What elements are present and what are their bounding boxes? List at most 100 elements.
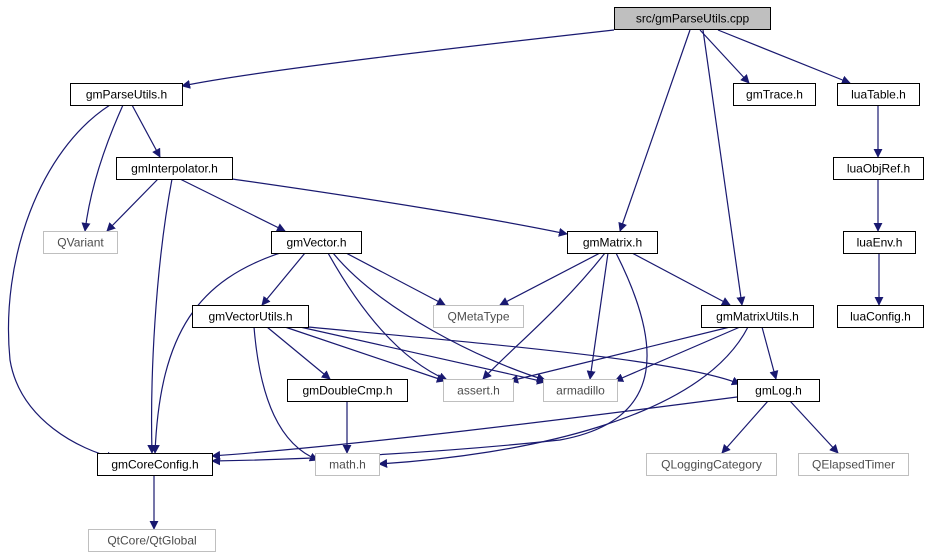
edge-gmVectorUtils-to-math [253,326,319,462]
node-label: QElapsedTimer [812,458,895,472]
edge-gmVector-to-gmVectorUtils [261,252,306,306]
node-box [798,453,909,476]
node-box [97,453,213,476]
node-gmParseUtils[interactable]: gmParseUtils.h [70,83,183,106]
edge-gmInterpolator-to-QVariant [106,178,159,232]
node-box [192,305,309,328]
edge-gmParseUtils-to-gmInterpolator [131,104,161,158]
node-QLoggingCategory: QLoggingCategory [646,453,777,476]
edge-gmVector-to-armadillo [332,252,546,382]
node-armadillo: armadillo [543,379,618,402]
node-label: armadillo [556,384,605,398]
edge-root-to-luaTable [717,29,851,85]
node-label: luaObjRef.h [847,162,910,176]
node-luaTable[interactable]: luaTable.h [837,83,920,106]
edge-gmMatrix-to-armadillo [586,252,609,380]
edge-gmMatrixUtils-to-armadillo [614,326,741,382]
edge-gmMatrix-to-assert [482,252,606,380]
node-box [737,379,820,402]
node-box [614,7,771,30]
node-label: luaEnv.h [857,236,903,250]
node-label: luaConfig.h [850,310,911,324]
edge-gmVectorUtils-to-gmDoubleCmp [266,326,331,380]
node-gmInterpolator[interactable]: gmInterpolator.h [116,157,233,180]
node-gmVectorUtils[interactable]: gmVectorUtils.h [192,305,309,328]
edge-gmInterpolator-to-gmMatrix [231,178,568,237]
node-box [733,83,816,106]
edge-gmLog-to-QLoggingCategory [721,400,769,454]
node-label: gmLog.h [755,384,802,398]
edge-gmMatrix-to-QMetaType [499,252,601,306]
edge-root-to-gmMatrix [618,29,691,232]
node-label: math.h [329,458,366,472]
node-label: gmDoubleCmp.h [302,384,392,398]
node-label: QtCore/QtGlobal [107,534,196,548]
node-box [271,231,362,254]
node-math: math.h [315,453,380,476]
edge-gmMatrixUtils-to-assert [509,326,731,384]
edge-gmVectorUtils-to-gmLog [307,326,741,386]
node-box [287,379,408,402]
edge-root-to-gmMatrixUtils [702,29,746,306]
edge-gmInterpolator-to-gmCoreConfig [147,178,173,454]
node-label: gmParseUtils.h [86,88,167,102]
edge-root-to-gmParseUtils [181,29,615,89]
edge-gmMatrixUtils-to-math [378,326,749,468]
node-root[interactable]: src/gmParseUtils.cpp [614,7,771,30]
node-label: src/gmParseUtils.cpp [636,12,750,26]
edge-gmLog-to-QElapsedTimer [789,400,839,454]
nodes-layer: src/gmParseUtils.cpp gmParseUtils.h gmTrac… [43,7,924,552]
node-label: QMetaType [447,310,509,324]
edges-layer [7,29,884,530]
edge-gmVectorUtils-to-armadillo [299,326,546,385]
node-gmLog[interactable]: gmLog.h [737,379,820,402]
edge-gmVector-to-gmCoreConfig [150,252,281,454]
node-luaEnv[interactable]: luaEnv.h [843,231,916,254]
node-label: gmInterpolator.h [131,162,218,176]
node-box [837,305,924,328]
node-QMetaType: QMetaType [433,305,524,328]
node-label: QVariant [57,236,104,250]
node-label: gmVector.h [286,236,346,250]
node-box [701,305,814,328]
edge-gmVector-to-QMetaType [345,252,446,306]
node-gmMatrix[interactable]: gmMatrix.h [567,231,658,254]
edge-gmParseUtils-to-gmCoreConfig [7,104,116,461]
node-box [70,83,183,106]
node-gmCoreConfig[interactable]: gmCoreConfig.h [97,453,213,476]
node-luaConfig[interactable]: luaConfig.h [837,305,924,328]
node-luaObjRef[interactable]: luaObjRef.h [833,157,924,180]
node-box [843,231,916,254]
node-gmVector[interactable]: gmVector.h [271,231,362,254]
edge-gmParseUtils-to-QVariant [81,104,124,232]
node-label: QLoggingCategory [661,458,762,472]
node-box [567,231,658,254]
node-box [43,231,118,254]
edge-gmVectorUtils-to-assert [284,326,446,383]
node-box [116,157,233,180]
node-box [646,453,777,476]
node-label: assert.h [457,384,500,398]
edge-gmMatrix-to-gmCoreConfig [211,252,648,466]
node-gmMatrixUtils[interactable]: gmMatrixUtils.h [701,305,814,328]
node-label: gmMatrixUtils.h [716,310,799,324]
node-box [315,453,380,476]
node-box [543,379,618,402]
edge-gmMatrix-to-gmMatrixUtils [631,252,731,306]
node-gmDoubleCmp[interactable]: gmDoubleCmp.h [287,379,408,402]
edge-gmMatrixUtils-to-gmLog [761,326,779,380]
node-QElapsedTimer: QElapsedTimer [798,453,909,476]
node-box [443,379,514,402]
node-assert: assert.h [443,379,514,402]
node-label: gmVectorUtils.h [208,310,292,324]
node-QtGlobal: QtCore/QtGlobal [88,529,216,552]
node-label: gmTrace.h [746,88,803,102]
node-box [837,83,920,106]
edge-gmInterpolator-to-gmVector [179,178,286,232]
node-box [833,157,924,180]
edge-gmLog-to-gmCoreConfig [211,396,738,460]
node-label: luaTable.h [851,88,906,102]
node-box [433,305,524,328]
node-QVariant: QVariant [43,231,118,254]
node-gmTrace[interactable]: gmTrace.h [733,83,816,106]
